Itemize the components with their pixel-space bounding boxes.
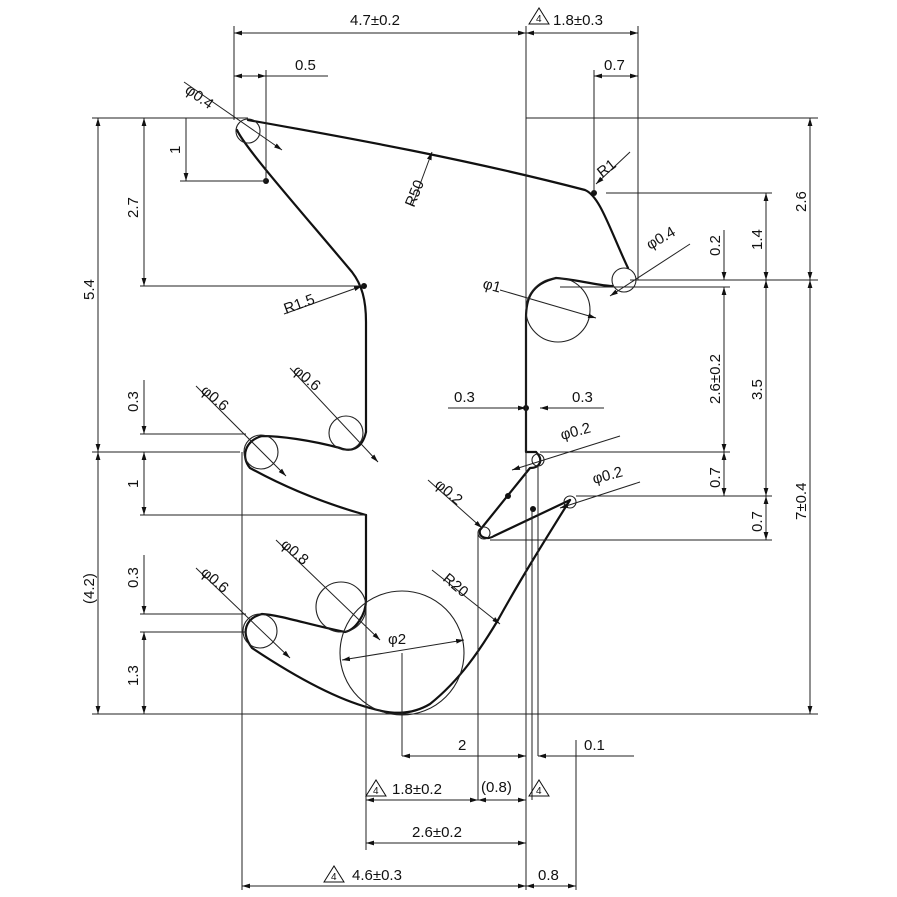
dim-bottom-2-6: 2.6±0.2: [412, 824, 462, 841]
dim-tip-dia-right: φ0.4: [644, 223, 679, 253]
svg-text:4: 4: [373, 786, 379, 797]
dim-bottom-0-8: 0.8: [538, 867, 559, 884]
tangent-point-5: [505, 493, 511, 499]
dim-root-dia: φ0.8: [277, 536, 311, 569]
dim-right-3-5: 3.5: [749, 379, 766, 400]
tip-circle-left: [235, 118, 261, 144]
dim-corner-radius: R1: [594, 156, 620, 181]
dim-right-2-6-tol: 2.6±0.2: [707, 354, 724, 404]
triangle-mark-bottom-3: 4: [323, 865, 345, 883]
fin-circle-lower-tip: [242, 613, 278, 649]
dim-right-0-7-b: 0.7: [749, 511, 766, 532]
dim-bottom-2: 2: [458, 737, 466, 754]
dim-height-lower: (4.2): [81, 573, 98, 604]
dim-small-dia-a: φ0.2: [559, 420, 593, 444]
dim-top-right-width: 1.8±0.3: [553, 12, 603, 29]
dim-height-fin-gap-3: 0.3: [125, 567, 142, 588]
dim-wall-right: 0.3: [572, 389, 593, 406]
dim-bottom-0-1: 0.1: [584, 737, 605, 754]
triangle-mark-top: 4: [528, 7, 550, 25]
svg-text:4: 4: [331, 872, 337, 883]
svg-text:4: 4: [536, 14, 542, 25]
dim-right-1-4: 1.4: [749, 229, 766, 250]
fin-circle-lower-root: [315, 581, 367, 633]
fin-circle-upper-root: [328, 415, 364, 451]
dim-bulb-dia: φ2: [388, 631, 406, 648]
triangle-mark-bottom-2: 4: [528, 779, 550, 797]
dim-height-upper: 2.7: [125, 197, 142, 218]
dimension-labels: 4.7±0.2 1.8±0.3 0.5 0.7 φ0.4 φ0.4 R50 R1…: [81, 12, 810, 884]
dim-wall-left: 0.3: [454, 389, 475, 406]
dim-bulb-radius: R20: [439, 570, 471, 601]
dim-bottom-0-8-ref: (0.8): [481, 779, 512, 796]
dim-height-fin-gap-2: 1: [125, 480, 142, 488]
dim-tip-offset-left: 0.5: [295, 57, 316, 74]
dim-right-2-6: 2.6: [793, 191, 810, 212]
fin-circle-upper-tip: [243, 434, 279, 470]
dim-fin-dia-upper-tip: φ0.6: [197, 382, 231, 415]
profile-outline: [235, 118, 630, 714]
dim-height-lower-2: 1.3: [125, 665, 142, 686]
small-circle-c: [563, 495, 577, 509]
dim-right-0-7-a: 0.7: [707, 467, 724, 488]
dim-tip-offset-right: 0.7: [604, 57, 625, 74]
dim-fin-dia-lower-tip: φ0.6: [197, 564, 231, 597]
dim-fin-dia-upper-root: φ0.6: [289, 362, 323, 395]
dim-height-total-left: 5.4: [81, 279, 98, 300]
dim-tip-dia-left: φ0.4: [182, 81, 217, 112]
dim-height-fin-gap: 0.3: [125, 391, 142, 412]
svg-text:4: 4: [536, 786, 542, 797]
dim-bottom-4-6: 4.6±0.3: [352, 867, 402, 884]
dimension-lines: [92, 26, 818, 890]
dim-hole-dia: φ1: [481, 275, 503, 296]
profile-circles: [235, 118, 637, 716]
dim-neck-radius: R1.5: [282, 291, 318, 318]
triangle-mark-bottom-1: 4: [365, 779, 387, 797]
dim-arc-radius: R50: [402, 178, 428, 210]
dim-top-width: 4.7±0.2: [350, 12, 400, 29]
dim-right-0-2: 0.2: [707, 235, 724, 256]
tangent-point-6: [530, 506, 536, 512]
dim-bottom-1-8: 1.8±0.2: [392, 781, 442, 798]
dim-right-total: 7±0.4: [793, 483, 810, 520]
hole-circle: [525, 277, 591, 343]
revision-marks: 4 4 4 4: [323, 7, 550, 883]
dim-small-dia-c: φ0.2: [591, 464, 625, 488]
dim-small-dia-b: φ0.2: [431, 476, 465, 509]
dim-height-tip: 1: [167, 146, 184, 154]
